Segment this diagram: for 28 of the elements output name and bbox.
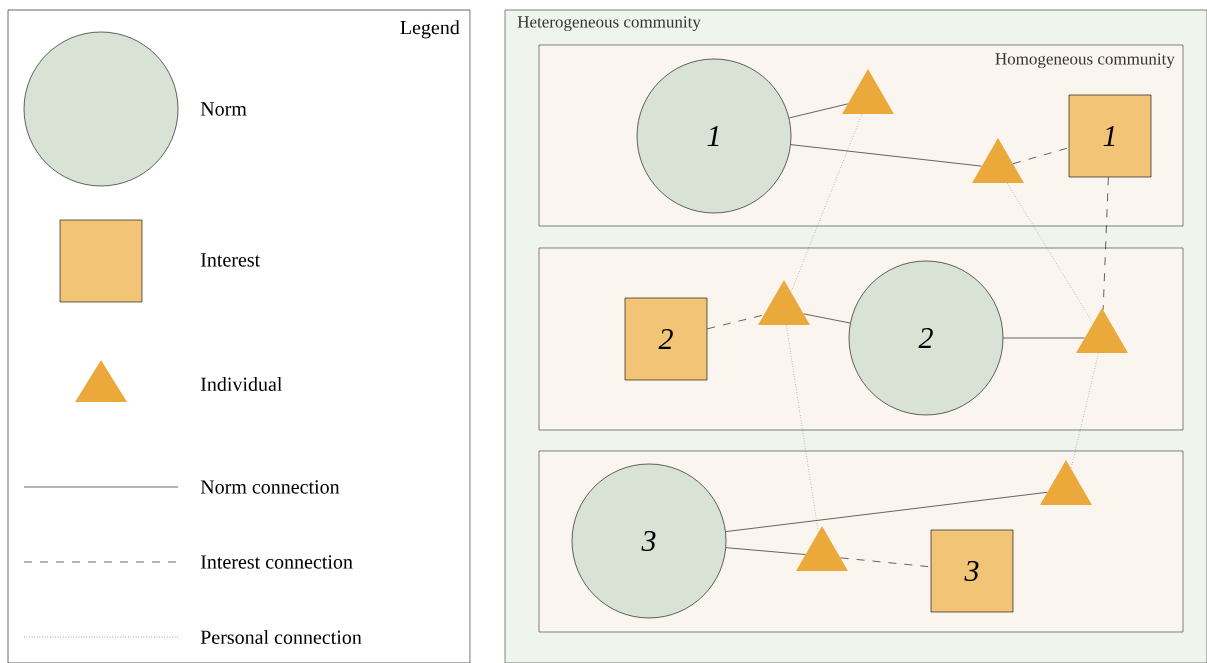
interest-square: 2 (624, 297, 708, 381)
legend-label: Norm (200, 102, 247, 116)
norm-connection (725, 547, 806, 555)
legend-label: Personal connection (200, 629, 362, 644)
individual-triangle (758, 280, 810, 325)
individual-triangle (972, 138, 1024, 183)
personal-connection (786, 324, 819, 533)
personal-connection (1007, 182, 1094, 324)
legend-label: Individual (200, 376, 283, 391)
interest-connection (840, 557, 931, 568)
legend-label: Norm connection (200, 480, 340, 494)
norm-connection (1003, 337, 1085, 339)
norm-connection (788, 103, 848, 119)
interest-connection (707, 314, 764, 330)
norm-connection (803, 313, 851, 324)
individual-triangle (796, 526, 848, 571)
interest-square: 3 (930, 529, 1014, 613)
legend-title: Legend (400, 20, 460, 39)
legend-label: Interest (200, 253, 261, 267)
individual-triangle (1076, 308, 1128, 353)
legend-label: Interest connection (200, 555, 353, 569)
norm-connection (725, 492, 1048, 532)
interest-connection (1102, 177, 1109, 310)
interest-connection (1012, 147, 1069, 164)
norm-connection (790, 144, 982, 167)
individual-triangle (842, 69, 894, 114)
interest-square: 1 (1068, 94, 1152, 178)
individual-triangle (1040, 460, 1092, 505)
